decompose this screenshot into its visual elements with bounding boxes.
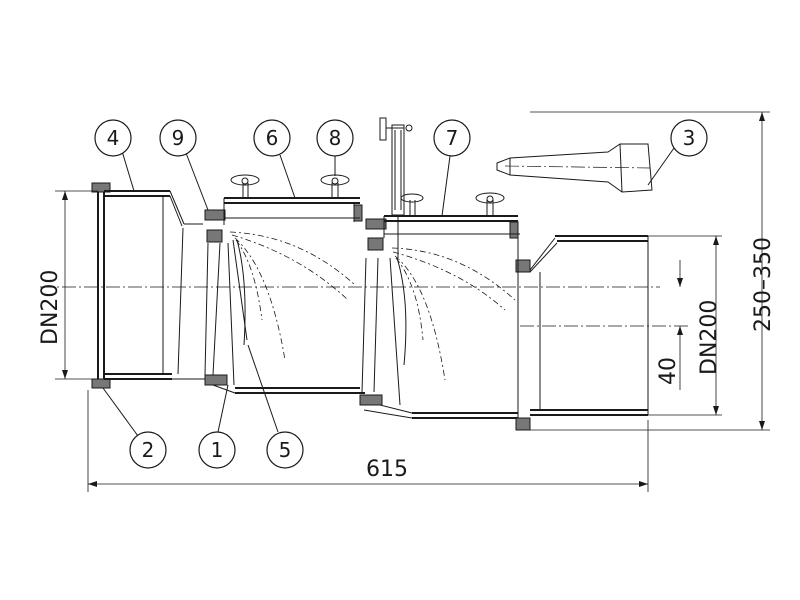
flap-swing-1 [229,231,356,361]
dim-height-range: 250–350 [751,237,776,332]
handle-wheel-1 [230,174,260,198]
callout-7-label: 7 [446,126,459,150]
callout-4-label: 4 [107,126,120,150]
second-valve-body [359,215,520,419]
dim-offset: 40 [656,357,681,385]
callout-2-label: 2 [142,438,155,462]
handle-wheel-3 [400,193,424,216]
dim-right-diameter: DN200 [697,300,722,375]
dimension-lines [55,111,770,492]
flap-swing-2 [391,247,516,381]
callout-3-label: 3 [683,126,696,150]
inlet-socket [91,182,206,389]
dim-overall-length: 615 [366,457,408,482]
first-valve-body [204,197,365,394]
callout-2: 2 [102,387,167,469]
callout-4: 4 [94,119,135,192]
callout-1-label: 1 [211,438,224,462]
callout-3: 3 [647,119,708,186]
cleaning-tool [496,143,653,193]
lever-handle [379,117,413,258]
callout-9-label: 9 [172,126,185,150]
dim-left-diameter: DN200 [38,270,63,345]
callout-8-label: 8 [329,126,342,150]
callout-5: 5 [247,344,304,469]
callout-6: 6 [253,119,296,199]
callout-8: 8 [316,119,354,176]
callout-6-label: 6 [266,126,279,150]
handle-wheel-2 [320,174,350,198]
handle-wheel-4 [475,192,505,216]
callout-5-label: 5 [279,438,292,462]
callout-7: 7 [433,119,471,217]
outlet-spigot [515,234,649,431]
callout-1: 1 [198,384,236,469]
callout-9: 9 [159,119,209,211]
